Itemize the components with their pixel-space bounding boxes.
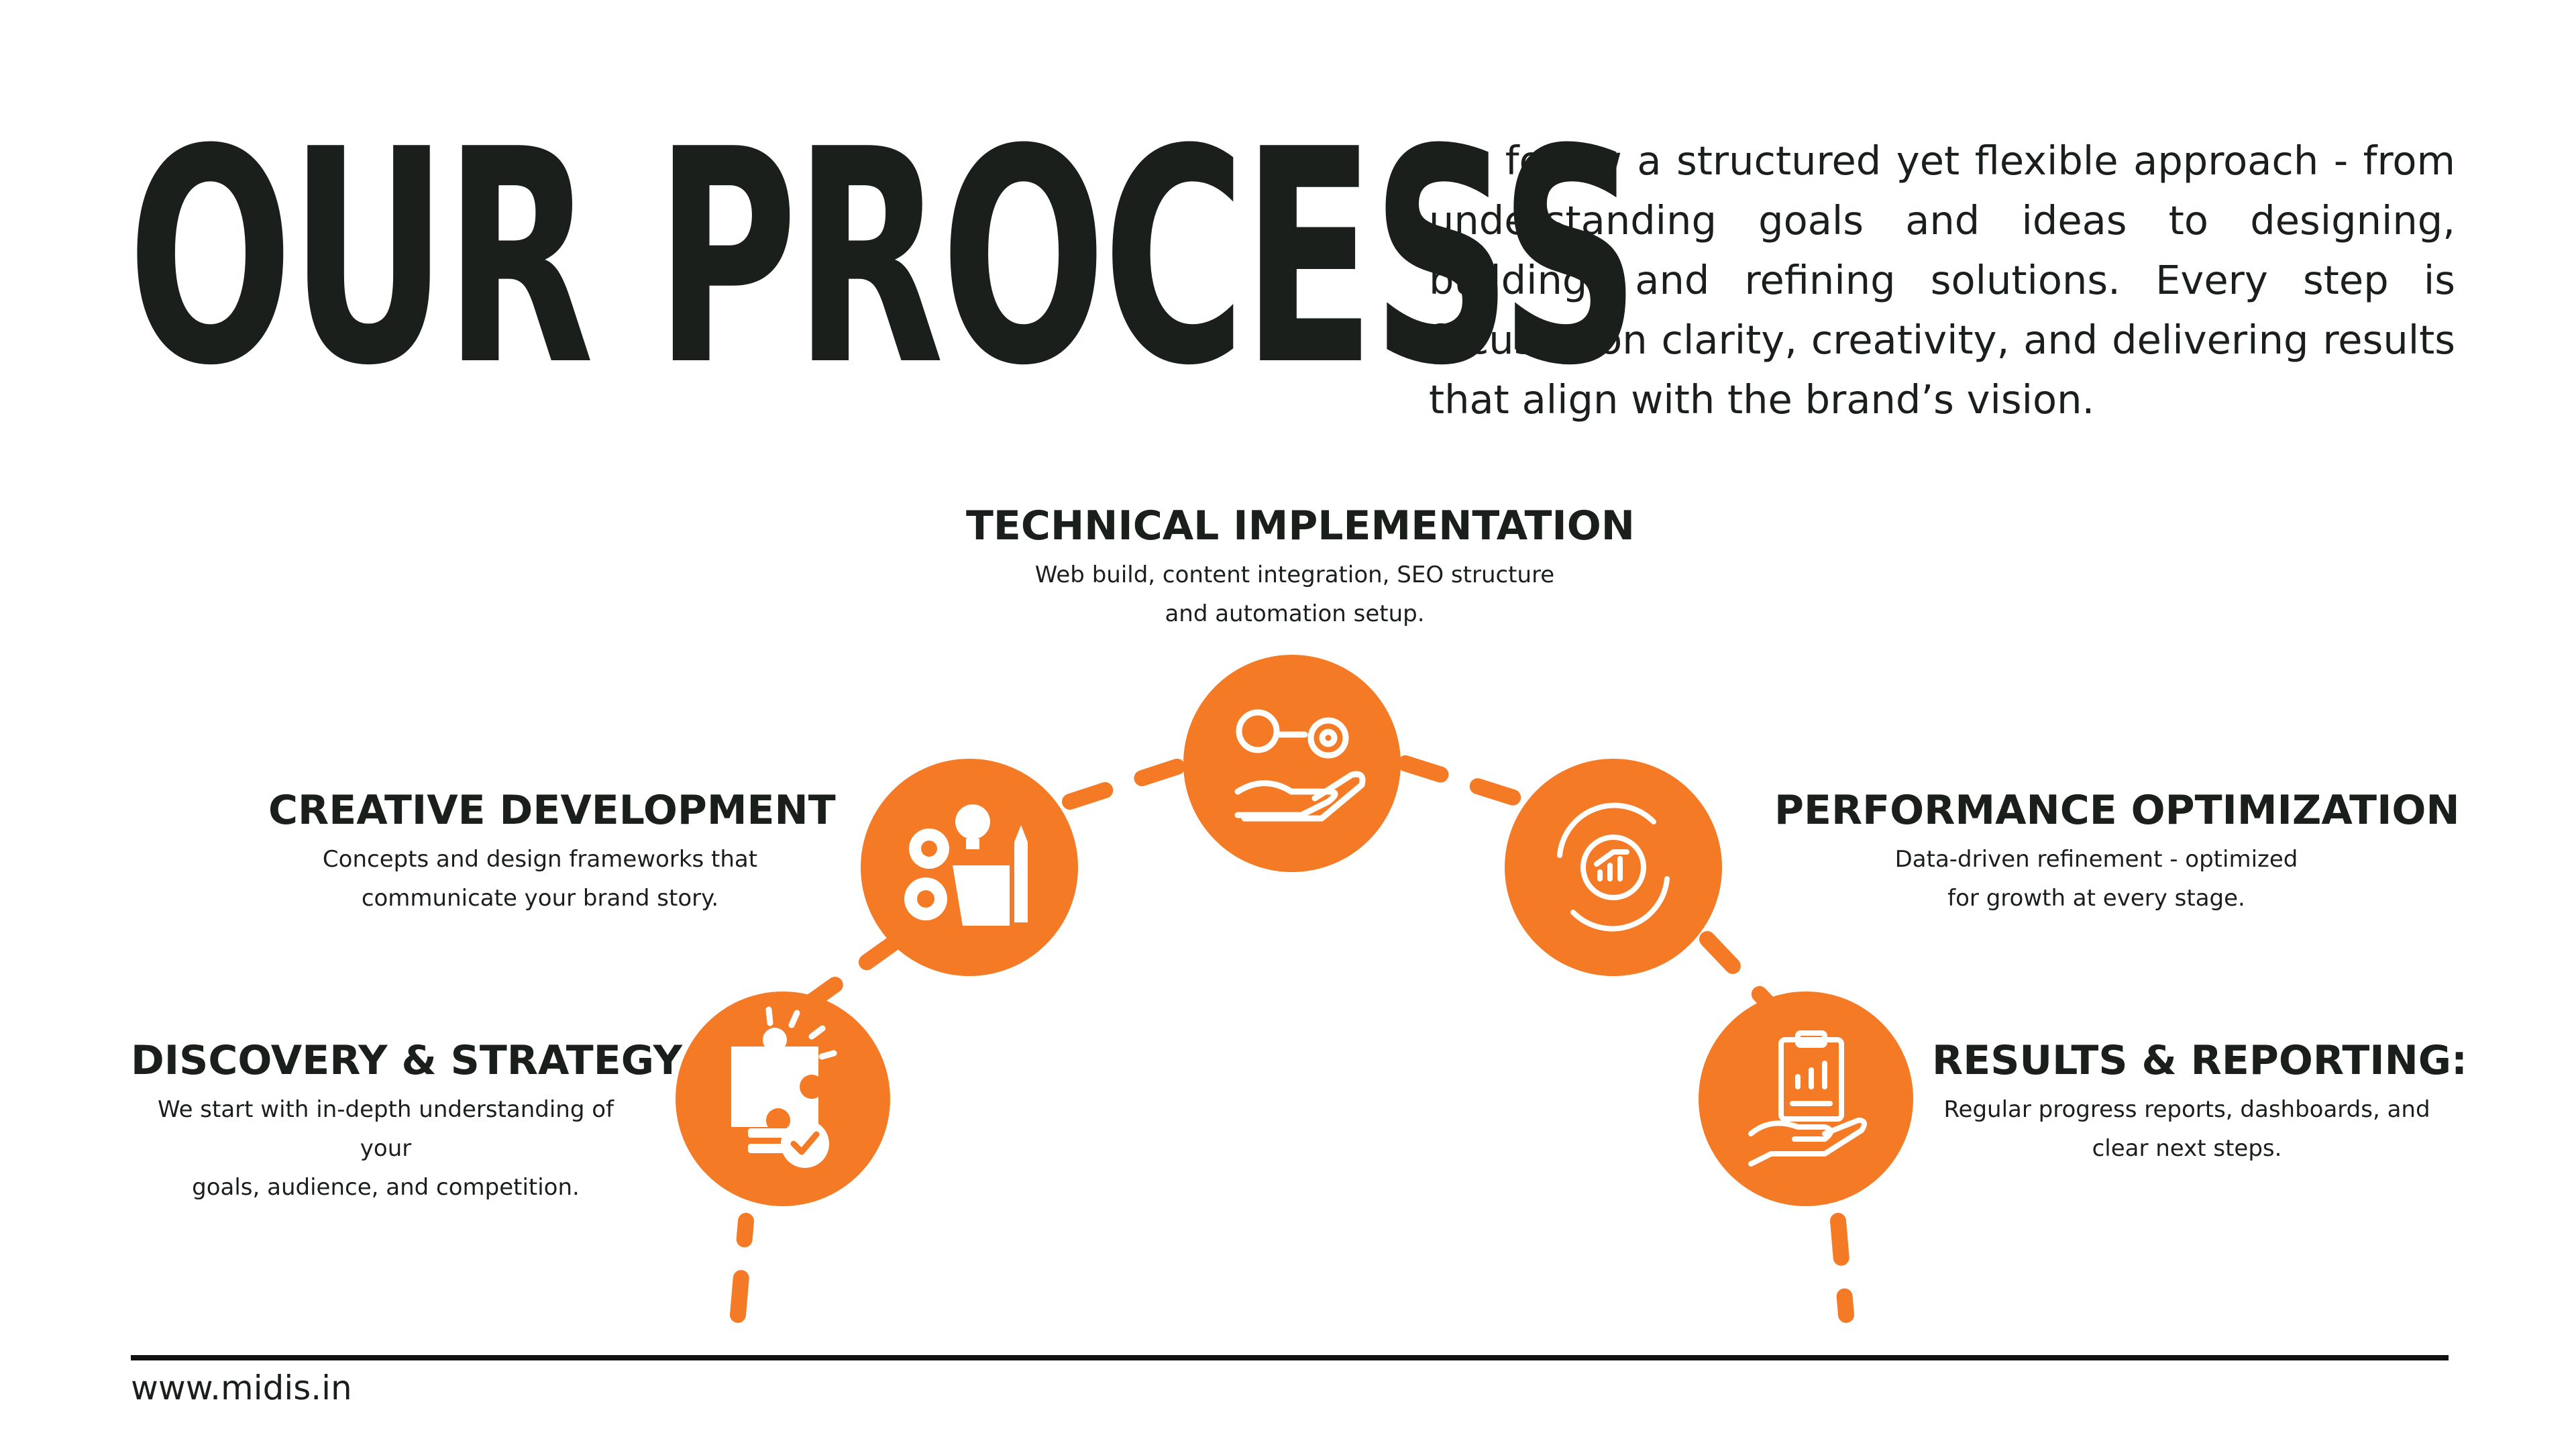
step-description-line: clear next steps. <box>2092 1135 2282 1162</box>
step-description: Regular progress reports, dashboards, an… <box>1932 1090 2442 1168</box>
step-performance: PERFORMANCE OPTIMIZATION Data-driven ref… <box>1774 786 2460 918</box>
step-circle-technical <box>1183 655 1401 872</box>
step-results: RESULTS & REPORTING: Regular progress re… <box>1932 1036 2468 1168</box>
connector-1-2 <box>797 931 907 1014</box>
intro-paragraph: We follow a structured yet flexible appr… <box>1429 138 2455 423</box>
step-description: Concepts and design frameworks that comm… <box>268 840 812 918</box>
step-description-line: goals, audience, and competition. <box>192 1174 580 1201</box>
dashed-connectors <box>730 755 1854 1323</box>
gears-lightbulb-pencil-icon <box>904 804 1028 926</box>
page-title: OUR PROCESS <box>127 87 1640 430</box>
gear-growth-cycle-icon <box>1557 802 1670 932</box>
step-description-line: Web build, content integration, SEO stru… <box>1034 561 1555 588</box>
footer-divider <box>131 1355 2449 1360</box>
footer-url[interactable]: www.midis.in <box>131 1368 352 1407</box>
step-description: We start with in-depth understanding of … <box>131 1090 641 1207</box>
step-description: Data-driven refinement - optimized for g… <box>1774 840 2418 918</box>
step-description: Web build, content integration, SEO stru… <box>966 555 1623 633</box>
step-technical: TECHNICAL IMPLEMENTATION Web build, cont… <box>966 502 1635 633</box>
step-creative: CREATIVE DEVELOPMENT Concepts and design… <box>268 786 836 918</box>
step-circle-creative <box>861 759 1078 976</box>
hand-clipboard-report-icon <box>1748 1030 1867 1167</box>
step-description-line: communicate your brand story. <box>361 885 719 912</box>
circle-performance <box>1505 759 1722 976</box>
circle-technical <box>1183 655 1401 872</box>
step-description-line: Concepts and design frameworks that <box>322 846 758 873</box>
connector-2-3 <box>1062 755 1195 810</box>
connector-4-5 <box>1699 931 1779 1014</box>
hand-idea-gear-icon <box>1234 709 1366 822</box>
step-description-line: for growth at every stage. <box>1947 885 2245 912</box>
step-circle-results <box>1699 991 1913 1206</box>
step-discovery: DISCOVERY & STRATEGY We start with in-de… <box>131 1036 683 1207</box>
connector-start <box>730 1213 754 1323</box>
step-title: CREATIVE DEVELOPMENT <box>268 787 836 834</box>
step-circle-performance <box>1505 759 1722 976</box>
step-circle-discovery <box>676 991 890 1206</box>
circle-results <box>1699 991 1913 1206</box>
step-description-line: Data-driven refinement - optimized <box>1894 846 2298 873</box>
step-description-line: and automation setup. <box>1165 600 1425 627</box>
connector-3-4 <box>1397 755 1534 810</box>
step-title: RESULTS & REPORTING: <box>1932 1037 2468 1084</box>
step-title: DISCOVERY & STRATEGY <box>131 1037 683 1084</box>
step-description-line: Regular progress reports, dashboards, an… <box>1943 1096 2430 1123</box>
puzzle-head-checkmark-icon <box>731 1006 837 1168</box>
step-title: PERFORMANCE OPTIMIZATION <box>1774 787 2460 834</box>
step-title: TECHNICAL IMPLEMENTATION <box>966 502 1635 549</box>
step-description-line: We start with in-depth understanding of … <box>157 1096 614 1162</box>
connector-end <box>1830 1213 1854 1323</box>
